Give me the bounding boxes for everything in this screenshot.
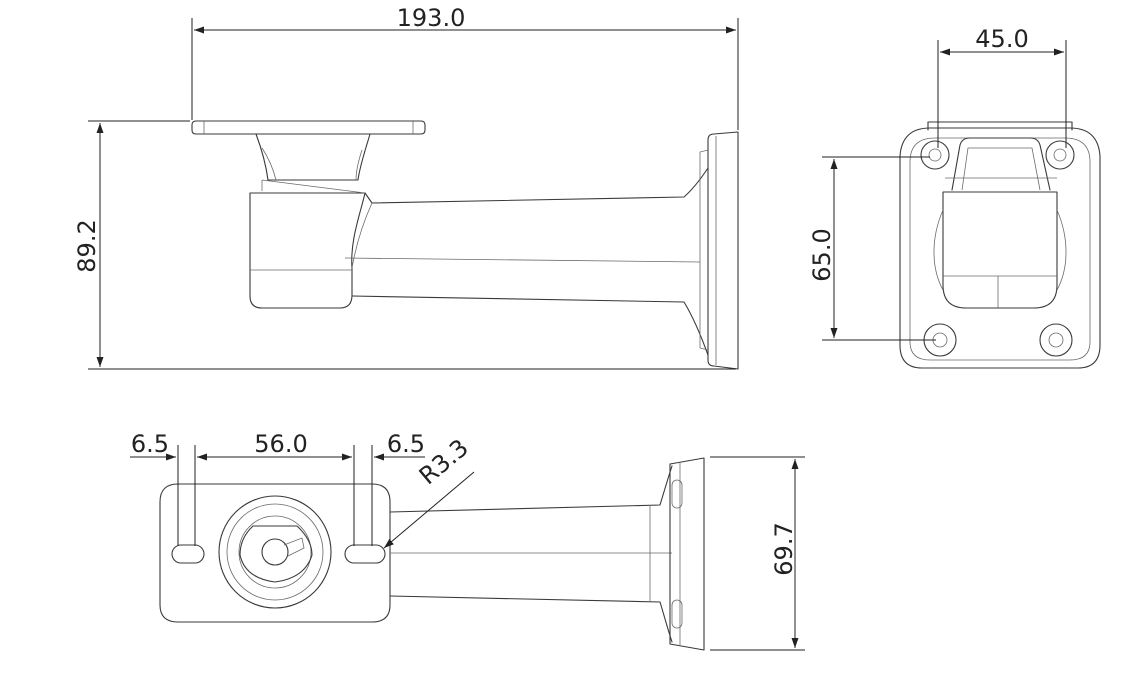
back-view xyxy=(899,121,1101,369)
dim-bottom-left-margin: 6.5 xyxy=(131,430,169,458)
dim-side-height: 89.2 xyxy=(73,219,101,272)
back-view-dimensions: 45.0 65.0 xyxy=(808,25,1067,341)
side-view xyxy=(191,120,739,370)
dim-bottom-right-margin: 6.5 xyxy=(387,430,425,458)
dim-side-length: 193.0 xyxy=(397,4,466,32)
dim-back-height: 65.0 xyxy=(808,228,836,281)
bottom-view-dimensions: 6.5 56.0 6.5 R3.3 69.7 xyxy=(130,430,805,651)
dim-bottom-hole-span: 56.0 xyxy=(254,430,307,458)
bottom-view xyxy=(159,457,705,651)
dim-back-width: 45.0 xyxy=(975,25,1028,53)
side-view-dimensions: 193.0 89.2 xyxy=(73,4,739,370)
dim-bottom-base-height: 69.7 xyxy=(770,522,798,575)
